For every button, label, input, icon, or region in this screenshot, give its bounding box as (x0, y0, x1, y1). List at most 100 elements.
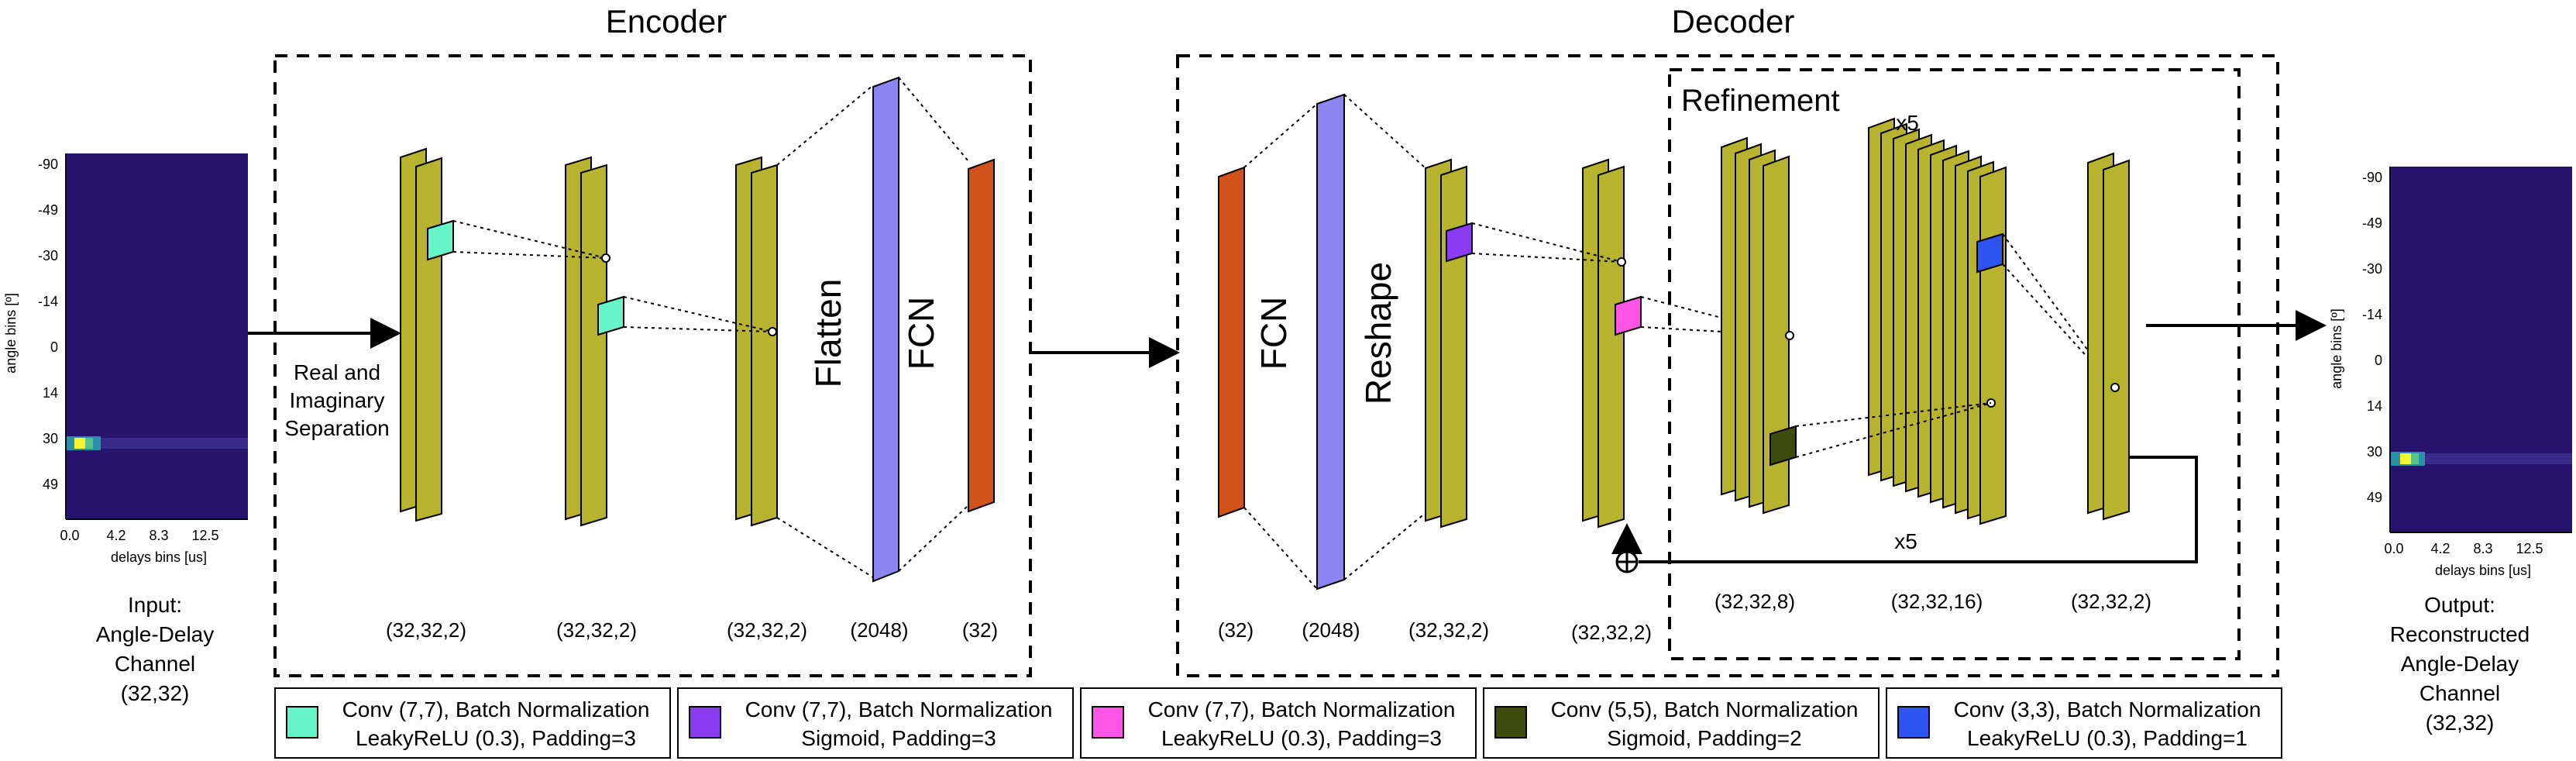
tick-label: 8.3 (149, 528, 168, 543)
tick-label: 14 (2367, 398, 2382, 414)
dim-label: (32,32,2) (727, 618, 807, 642)
svg-text:Conv (7,7), Batch Normalizatio: Conv (7,7), Batch Normalization (745, 697, 1053, 721)
tick-label: 12.5 (191, 528, 218, 543)
refinement-block: Refinement (1668, 68, 2241, 660)
legend-item: Conv (7,7), Batch Normalization Sigmoid,… (677, 687, 1074, 759)
tick-label: 30 (43, 431, 58, 446)
feature-map-stack (1425, 158, 1473, 529)
dim-label: (32,32,2) (1571, 621, 1652, 644)
svg-text:Conv (5,5), Batch Normalizatio: Conv (5,5), Batch Normalization (1551, 697, 1859, 721)
encoder-fcn-label: FCN (901, 297, 941, 370)
input-yticks: -90 -49 -30 -14 0 14 30 49 (38, 157, 58, 492)
legend-swatch-purple (689, 706, 721, 739)
feature-map (1440, 165, 1467, 529)
output-plot: -90 -49 -30 -14 0 14 30 49 0.0 4.2 8.3 1… (2329, 167, 2572, 735)
svg-text:Output:: Output: (2424, 593, 2495, 617)
tick-label: 4.2 (106, 528, 126, 543)
legend: Conv (7,7), Batch Normalization LeakyReL… (274, 687, 2282, 759)
input-xticks: 0.0 4.2 8.3 12.5 (60, 528, 218, 543)
decoder-fcn-label: FCN (1254, 297, 1294, 370)
tick-label: 0.0 (2384, 541, 2403, 556)
tick-label: 12.5 (2516, 541, 2543, 556)
dim-label: (32,32,2) (386, 618, 466, 642)
tick-label: 49 (2367, 490, 2382, 505)
svg-text:Imaginary: Imaginary (290, 388, 385, 412)
tick-label: -30 (38, 248, 58, 263)
dim-label: (32) (1218, 618, 1254, 642)
svg-text:Channel: Channel (2420, 681, 2500, 705)
dim-label: (2048) (1302, 618, 1360, 642)
svg-text:Sigmoid, Padding=3: Sigmoid, Padding=3 (801, 726, 996, 750)
svg-text:Input:: Input: (128, 593, 182, 617)
tick-label: -49 (2362, 215, 2382, 231)
tick-label: -90 (38, 157, 58, 172)
tick-label: 14 (43, 385, 58, 401)
input-heatmap-band (66, 438, 248, 449)
svg-text:Conv (7,7), Batch Normalizatio: Conv (7,7), Batch Normalization (1148, 697, 1456, 721)
feature-map (1598, 165, 1625, 529)
svg-text:Reconstructed: Reconstructed (2390, 622, 2530, 646)
output-ylabel: angle bins [º] (2329, 308, 2344, 389)
legend-swatch-dark-olive (1494, 706, 1527, 739)
tick-label: -14 (2362, 307, 2382, 322)
decoder-block: Decoder FCN Reshape (1176, 3, 2279, 677)
output-xlabel: delays bins [us] (2435, 563, 2531, 578)
svg-text:(32,32): (32,32) (2426, 711, 2495, 735)
reshape-label: Reshape (1358, 262, 1398, 405)
svg-text:Separation: Separation (284, 416, 389, 440)
legend-item: Conv (5,5), Batch Normalization Sigmoid,… (1483, 687, 1880, 759)
feature-map-stack (565, 156, 624, 527)
tick-label: 8.3 (2473, 541, 2492, 556)
receptive-field-lines (1795, 233, 2116, 458)
residual-loop (1611, 456, 2198, 563)
feature-map (415, 157, 442, 522)
feature-map-stack (735, 156, 778, 527)
svg-text:(32,32): (32,32) (121, 681, 190, 705)
dim-label: (32,32,2) (2071, 590, 2151, 613)
decoder-title: Decoder (1672, 3, 1795, 40)
decoder-dims: (32) (2048) (32,32,2) (32,32,2) (32,32,8… (1218, 590, 2151, 644)
legend-item: Conv (3,3), Batch Normalization LeakyReL… (1886, 687, 2282, 759)
legend-item: Conv (7,7), Batch Normalization LeakyReL… (1080, 687, 1477, 759)
receptive-point (1617, 257, 1626, 267)
feature-map (580, 164, 607, 527)
input-plot: -90 -49 -30 -14 0 14 30 49 0.0 4.2 8.3 1… (3, 153, 248, 705)
flatten-label: Flatten (808, 279, 848, 388)
svg-text:LeakyReLU (0.3), Padding=1: LeakyReLU (0.3), Padding=1 (1967, 726, 2248, 750)
dim-label: (2048) (850, 618, 908, 642)
tick-label: 49 (43, 477, 58, 492)
feature-map-stack (1721, 136, 1797, 515)
encoder-fcn-vector (968, 158, 995, 513)
svg-text:Angle-Delay: Angle-Delay (96, 622, 215, 646)
output-heatmap (2390, 167, 2572, 532)
svg-text:Sigmoid, Padding=2: Sigmoid, Padding=2 (1607, 726, 1801, 750)
dim-label: (32,32,2) (1408, 618, 1489, 642)
legend-item: Conv (7,7), Batch Normalization LeakyReL… (274, 687, 671, 759)
feature-map-stack (1582, 158, 1642, 529)
input-heatmap-hot2 (85, 438, 93, 449)
output-heatmap-hotspot (2400, 453, 2411, 464)
tick-label: -49 (38, 202, 58, 218)
svg-text:Conv (3,3), Batch Normalizatio: Conv (3,3), Batch Normalization (1954, 697, 2261, 721)
refinement-frame (1668, 68, 2241, 660)
output-yticks: -90 -49 -30 -14 0 14 30 49 (2362, 170, 2382, 505)
dim-label: (32) (962, 618, 998, 642)
tick-label: 0.0 (60, 528, 79, 543)
receptive-point (601, 253, 610, 263)
feature-map-stack (400, 147, 454, 522)
flatten-vector (872, 76, 899, 583)
legend-swatch-teal (286, 706, 318, 739)
input-heatmap-hotspot (74, 438, 85, 449)
feature-map-stack (2087, 152, 2130, 521)
decoder-fcn-vector (1218, 166, 1245, 518)
refinement-title: Refinement (1681, 84, 1840, 118)
receptive-point (768, 327, 777, 336)
svg-text:Channel: Channel (115, 652, 195, 676)
encoder-frame (273, 54, 1032, 677)
encoder-dims: (32,32,2) (32,32,2) (32,32,2) (2048) (32… (386, 618, 998, 642)
dim-label: (32,32,8) (1714, 590, 1795, 613)
feature-map (1979, 166, 2007, 525)
conv-kernel-dark-olive (1769, 425, 1797, 467)
dim-label: (32,32,16) (1891, 590, 1983, 613)
